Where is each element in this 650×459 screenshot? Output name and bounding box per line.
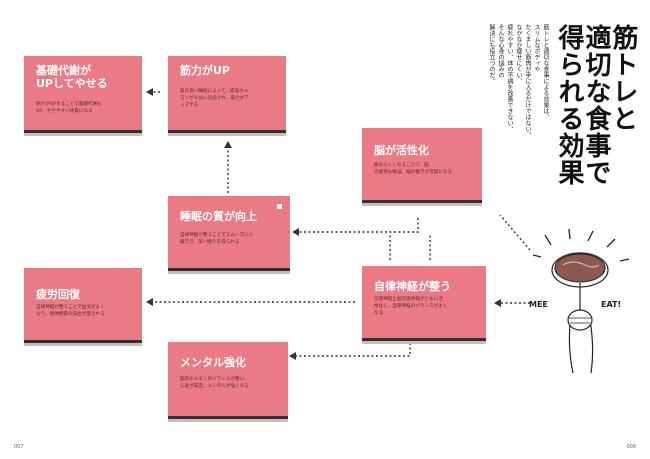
card-title: 疲労回復 [36,288,80,301]
card-kinryoku-up: 筋力がUP 質の良い睡眠によって、成長ホル モンが十分に分泌され、筋力がア ップ… [168,56,286,133]
card-description: 自律神経が整うことで血流がよく なり、疲労物質の排出が促される [36,305,105,317]
card-title: 自律神経が整う [374,280,451,293]
card-description: 疲れにくくなることで、脳 の疲労も軽減。脳の働きが活発になる [374,163,453,175]
card-title: 睡眠の質が向上 [180,210,257,223]
meat-illustration: MEE EAT! [529,228,630,374]
card-jiritsu-shinkei: 自律神経が整う 交感神経と副交感神経がともに活 性化し、自律神経のバランスがよく… [362,266,486,341]
card-title: 筋力がUP [180,64,230,77]
card-kiso-taisha: 基礎代謝が UPしてやせる 筋力がUPすることで基礎代謝も UP。やせやすい体質… [24,56,142,133]
card-nou-kasseika: 脳が活性化 疲れにくくなることで、脳 の疲労も軽減。脳の働きが活発になる [362,128,482,203]
card-description: 質の良い睡眠によって、成長ホル モンが十分に分泌され、筋力がア ップする [180,89,249,108]
intro-text: 筋トレと適切な食事による効果は、 スリムなボディや たくましい筋肉が手に入るだけ… [488,24,549,138]
card-title: 脳が活性化 [374,144,429,157]
illustration-text-right: EAT! [601,300,621,309]
page-number-right: 008 [626,444,636,450]
card-description: 筋力がUPすることで基礎代謝も UP。やせやすい体質になる [36,102,102,114]
card-hirou-kaifuku: 疲労回復 自律神経が整うことで血流がよく なり、疲労物質の排出が促される [24,268,142,343]
card-suimin-koujou: 睡眠の質が向上 自律神経が整うことでスムーズに入 眠でき、深い眠りを得られる [168,196,290,271]
card-description: 交感神経と副交感神経がともに活 性化し、自律神経のバランスがよく なる [374,297,448,316]
square-mark [277,204,282,209]
illustration-text-left: MEE [529,300,548,309]
card-title: メンタル強化 [180,356,246,369]
card-mental-kyouka: メンタル強化 脳内ホルモンのバランスが整い、 心身が安定。メンタルが強くなる [168,342,288,419]
card-title: 基礎代謝が UPしてやせる [36,64,108,90]
card-description: 脳内ホルモンのバランスが整い、 心身が安定。メンタルが強くなる [180,377,249,389]
page-number-left: 007 [14,444,24,450]
page-title: 筋トレと 適切な食事で 得られる効果 [554,24,638,186]
card-description: 自律神経が整うことでスムーズに入 眠でき、深い眠りを得られる [180,233,254,245]
